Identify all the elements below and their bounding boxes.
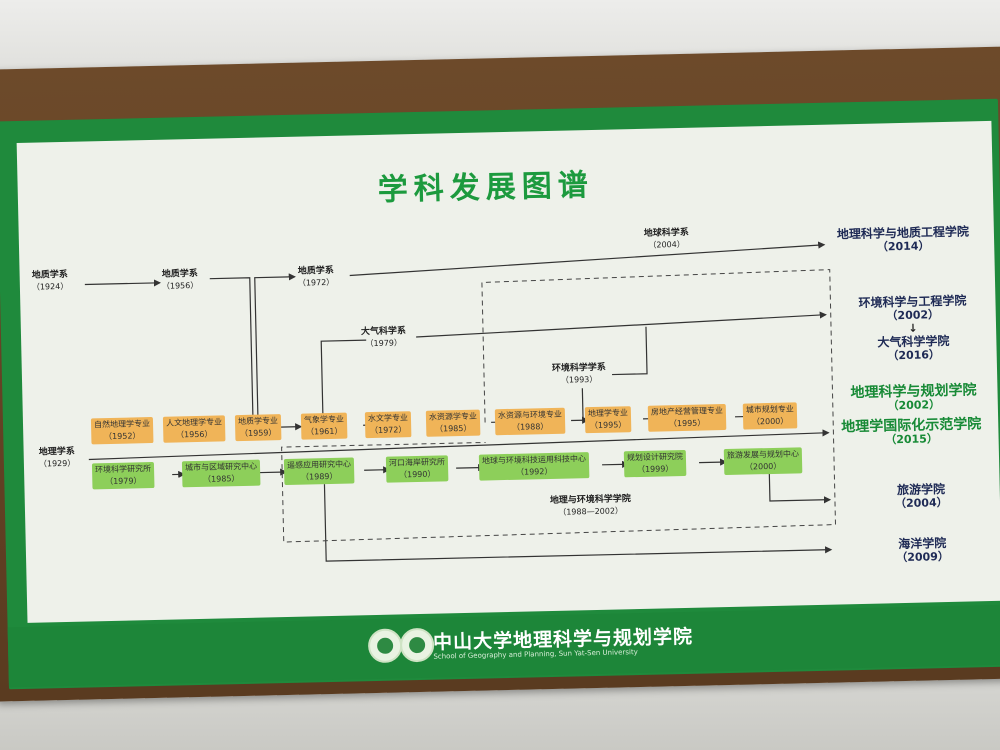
label-geology-1972: 地质学系（1972） <box>297 265 335 288</box>
dept-geography-1929: 地理学系（1929） <box>38 446 76 469</box>
institute-box: 旅游发展与规划中心（2000） <box>723 447 803 476</box>
institute-box: 环境科学研究所（1979） <box>91 461 155 490</box>
wooden-frame: 学科发展图谱 <box>0 46 1000 702</box>
institute-box: 遥感应用研究中心（1989） <box>283 457 355 486</box>
major-box: 地质学专业（1959） <box>234 414 282 442</box>
major-box: 房地产经营管理专业（1995） <box>647 403 727 432</box>
outcome-intl-demo-school: 地理学国际化示范学院（2015） <box>841 416 982 447</box>
major-box: 城市规划专业（2000） <box>742 402 798 430</box>
institute-box: 地球与环境科技运用科技中心（1992） <box>478 452 590 481</box>
label-geology-1956: 地质学系（1956） <box>161 268 199 291</box>
label-atmospheric-1979: 大气科学系（1979） <box>360 326 407 349</box>
outcome-geo-planning: 地理科学与规划学院（2002） <box>850 382 977 413</box>
outcome-env-engineering: 环境科学与工程学院（2002）↓大气科学学院（2016） <box>858 293 967 363</box>
label-env-science-1993: 环境科学学系（1993） <box>551 362 607 385</box>
school-logo-icon <box>399 627 435 663</box>
major-box: 自然地理学专业（1952） <box>90 416 154 445</box>
major-box: 水资源与环境专业（1988） <box>494 407 566 436</box>
label-geo-env-school: 地理与环境科学学院（1988—2002） <box>549 494 632 517</box>
major-box: 水资源学专业（1985） <box>425 409 481 437</box>
major-box: 水文学专业（1972） <box>364 411 412 439</box>
major-box: 气象学专业（1961） <box>300 412 348 440</box>
green-board: 学科发展图谱 <box>0 98 1000 690</box>
outcome-ocean: 海洋学院（2009） <box>896 536 950 565</box>
dept-geology-1924: 地质学系（1924） <box>31 269 69 292</box>
institute-box: 城市与区域研究中心（1985） <box>181 459 261 488</box>
label-earth-science-2004: 地球科学系（2004） <box>643 227 689 250</box>
institute-box: 规划设计研究院（1999） <box>623 449 687 478</box>
university-logo-icon <box>367 628 403 664</box>
outcome-tourism: 旅游学院（2004） <box>894 482 948 511</box>
outcome-geo-geological-engineering: 地理科学与地质工程学院（2014） <box>836 224 970 254</box>
connector-lines <box>84 241 837 562</box>
major-box: 人文地理学专业（1956） <box>162 415 226 443</box>
chart-panel: 学科发展图谱 <box>16 120 1000 623</box>
major-box: 地理学专业（1995） <box>584 406 632 434</box>
institute-box: 河口海岸研究所（1990） <box>385 455 449 483</box>
